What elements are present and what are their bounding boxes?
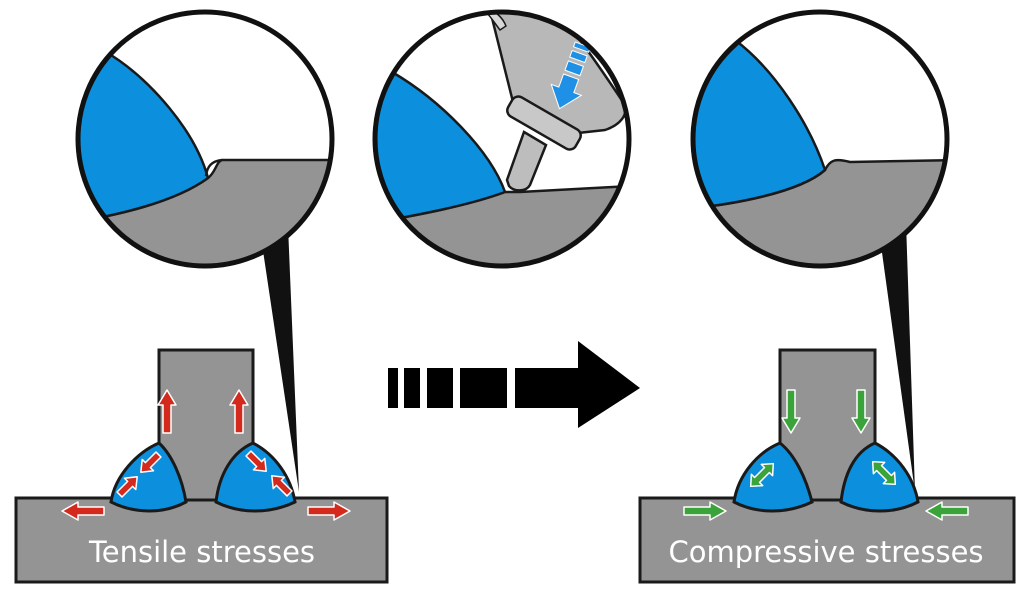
zoom-pointer xyxy=(262,226,299,492)
right-arrow-icon xyxy=(683,501,727,521)
right-arrow-icon xyxy=(307,501,351,521)
diagonal-arrow-icon xyxy=(271,475,293,497)
double-arrow-icon xyxy=(749,462,775,488)
weld-bead-right xyxy=(839,441,920,513)
process-arrow xyxy=(388,341,640,428)
zoom-circle-treatment xyxy=(372,9,632,269)
diagonal-arrow-icon xyxy=(245,450,267,472)
zoom-circle-compressive xyxy=(690,9,950,269)
hammer-peening-tool xyxy=(483,12,627,192)
down-arrow-icon xyxy=(550,41,591,110)
weld-bead-right xyxy=(214,441,297,513)
left-arrow-icon xyxy=(925,501,969,521)
down-arrow-icon xyxy=(851,389,871,434)
diagonal-arrow-icon xyxy=(116,476,138,498)
compressive-label: Compressive stresses xyxy=(668,535,983,569)
weld-bead-left xyxy=(732,441,814,513)
zoom-pointer xyxy=(880,222,915,492)
arrow-dash xyxy=(427,368,453,408)
double-arrow-icon xyxy=(871,460,897,486)
weld-toe-notch xyxy=(204,158,223,177)
tensile-label: Tensile stresses xyxy=(88,535,315,569)
compressive-panel: Compressive stresses xyxy=(638,9,1016,584)
left-arrow-icon xyxy=(61,501,105,521)
down-arrow-icon xyxy=(781,389,801,434)
diagonal-arrow-icon xyxy=(140,451,162,473)
zoom-circle-tensile xyxy=(75,9,335,269)
up-arrow-icon xyxy=(229,389,249,434)
arrow-dash xyxy=(404,368,420,408)
zoom-weld-bead xyxy=(375,47,507,227)
tensile-panel: Tensile stresses xyxy=(14,9,389,584)
compressive-arrows xyxy=(683,389,969,521)
weld-bead-left xyxy=(109,441,188,513)
arrow-dash xyxy=(388,368,398,408)
arrow-dash xyxy=(460,368,507,408)
dashed-right-arrow-icon xyxy=(515,341,640,428)
up-arrow-icon xyxy=(157,389,177,434)
tensile-arrows xyxy=(61,389,351,521)
